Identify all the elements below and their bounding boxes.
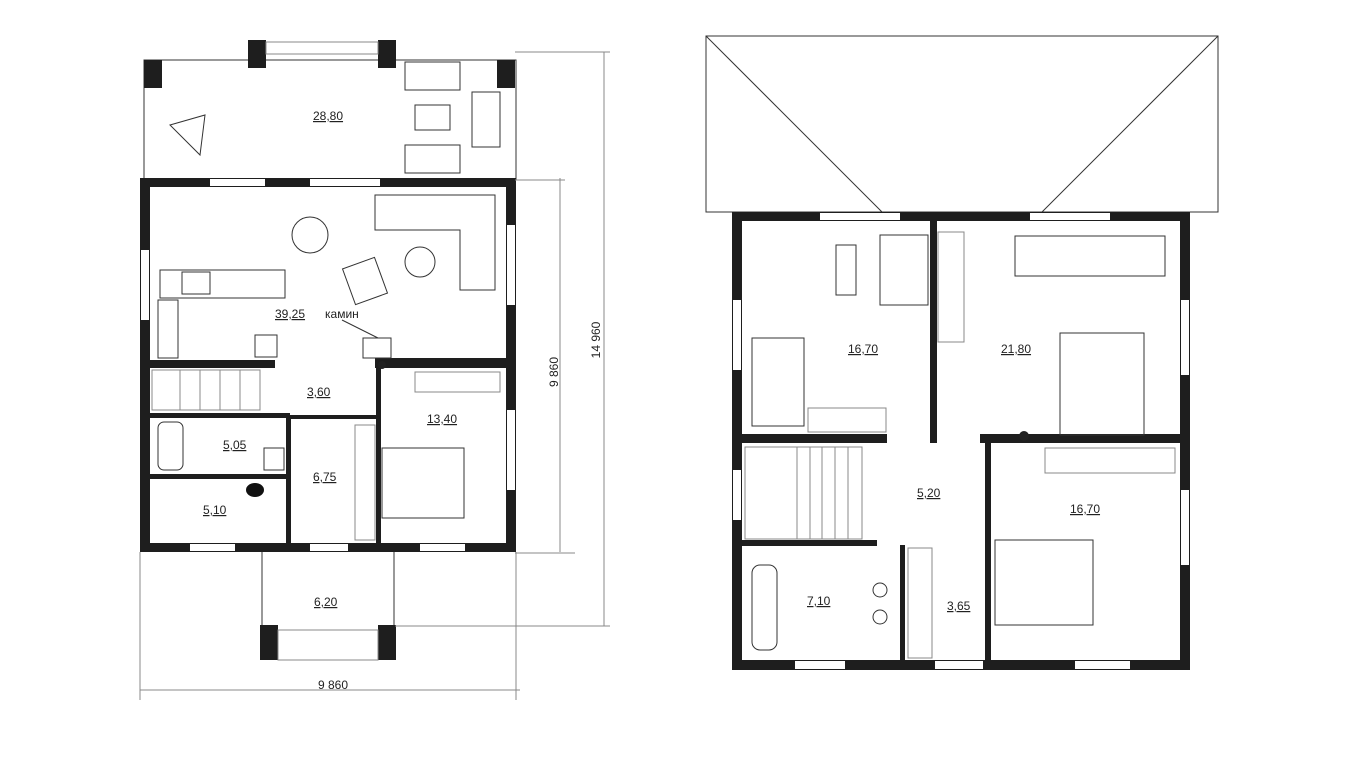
room-area-porch: 6,20 <box>314 595 338 609</box>
wardrobe <box>414 371 501 393</box>
sink <box>872 582 888 598</box>
dining-table <box>291 216 329 254</box>
dimension-house-depth: 9 860 <box>547 357 561 387</box>
boiler <box>246 483 264 497</box>
staircase <box>744 446 863 540</box>
kitchen-island <box>159 269 286 299</box>
sofa <box>404 61 461 91</box>
sofa-set <box>1014 235 1166 277</box>
sink <box>872 609 888 625</box>
wall <box>980 434 1180 443</box>
wall <box>150 474 290 479</box>
chimney <box>1019 431 1029 441</box>
dimension-width: 9 860 <box>318 678 348 692</box>
corner-sofa <box>374 194 496 291</box>
fireplace-label: камин <box>325 307 359 321</box>
bed <box>994 539 1094 626</box>
wall <box>1180 212 1190 670</box>
wardrobe <box>1044 447 1176 474</box>
dimension-total-depth: 14 960 <box>589 321 603 358</box>
room-area-bedroom-master: 21,80 <box>1001 342 1031 356</box>
terrace-post <box>248 40 266 68</box>
wall <box>140 178 150 552</box>
staircase <box>151 369 261 411</box>
coffee-table <box>414 104 451 131</box>
room-area-hall: 5,20 <box>917 486 941 500</box>
wall <box>286 415 291 545</box>
room-area-wardrobe: 3,65 <box>947 599 971 613</box>
room-area-bedroom: 13,40 <box>427 412 457 426</box>
wall <box>376 368 381 545</box>
bed <box>751 337 805 427</box>
wall <box>930 220 937 443</box>
wall <box>742 540 877 546</box>
wall <box>742 434 887 443</box>
sofa <box>404 144 461 174</box>
room-area-corridor: 6,75 <box>313 470 337 484</box>
bathtub <box>157 421 184 471</box>
wardrobe <box>354 424 376 541</box>
ground-floor-plan: 28,80 39,25 камин 3,60 13,40 5,05 6,75 5… <box>139 40 610 700</box>
room-area-terrace: 28,80 <box>313 109 343 123</box>
fridge <box>254 334 278 358</box>
wall <box>375 358 506 368</box>
porch-steps <box>277 629 379 661</box>
bed <box>381 447 465 519</box>
cooktop <box>181 271 211 295</box>
bathtub <box>751 564 778 651</box>
upper-floor-plan: 16,70 21,80 5,20 16,70 7,10 3,65 <box>705 35 1219 670</box>
bed <box>1059 332 1145 436</box>
sofa <box>879 234 929 306</box>
wardrobe <box>937 231 965 343</box>
chimney <box>378 361 386 369</box>
terrace-post <box>144 60 162 88</box>
roof-below <box>705 35 1219 213</box>
fireplace <box>362 337 392 359</box>
room-area-bedroom-right: 16,70 <box>1070 502 1100 516</box>
room-area-bedroom-left: 16,70 <box>848 342 878 356</box>
table <box>169 114 206 157</box>
sofa <box>471 91 501 148</box>
room-area-hall: 3,60 <box>307 385 331 399</box>
washing-machine <box>263 447 285 471</box>
armchair <box>341 256 389 306</box>
room-area-bathroom: 7,10 <box>807 594 831 608</box>
wall <box>985 443 991 660</box>
room-area-living: 39,25 <box>275 307 305 321</box>
wall <box>732 212 1190 221</box>
wall <box>150 413 290 418</box>
wall <box>291 415 376 419</box>
desk <box>835 244 857 296</box>
room-area-boiler: 5,10 <box>203 503 227 517</box>
round-table <box>404 246 436 278</box>
kitchen-counter <box>157 299 179 359</box>
terrace-post <box>497 60 515 88</box>
porch-post <box>260 625 278 660</box>
room-area-bathroom: 5,05 <box>223 438 247 452</box>
wall <box>900 545 905 660</box>
wardrobe <box>807 407 887 433</box>
porch-post <box>378 625 396 660</box>
wardrobe <box>907 547 933 659</box>
wall <box>732 212 742 670</box>
wall <box>150 360 275 368</box>
terrace-steps <box>265 41 379 55</box>
wall <box>506 178 516 552</box>
terrace-post <box>378 40 396 68</box>
